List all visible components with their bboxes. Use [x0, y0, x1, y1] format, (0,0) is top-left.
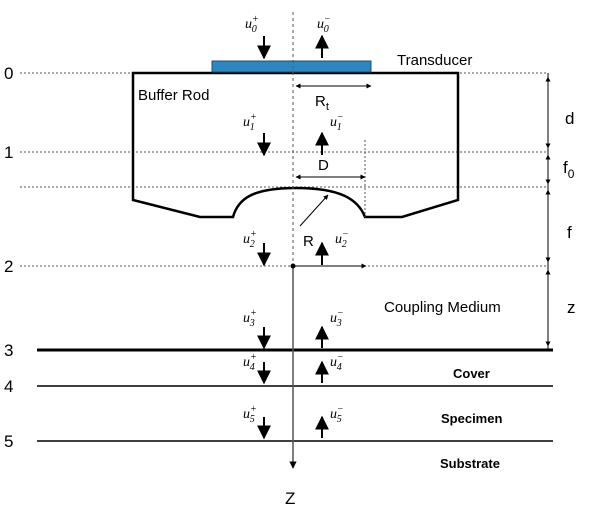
wave-0-minus-label: u−0 — [317, 14, 331, 35]
wave-arrows — [257, 34, 329, 440]
plane-1-label: 1 — [4, 143, 13, 162]
reference-planes — [20, 72, 548, 267]
wave-4-plus-label: u+4 — [243, 352, 257, 373]
wave-labels: u+0 u−0 u+1 u−1 u+2 u−2 u+3 u−3 u+4 u−4 … — [243, 14, 349, 425]
d-label: d — [565, 109, 574, 128]
plane-numbers: 0 1 2 3 4 5 — [4, 64, 13, 451]
wave-4-minus-label: u−4 — [330, 352, 344, 373]
d-small-label: D — [318, 157, 329, 174]
plane-2-label: 2 — [4, 257, 13, 276]
wave-0-plus-label: u+0 — [245, 14, 259, 35]
substrate-label: Substrate — [440, 456, 500, 471]
curvature-radius-arrow — [299, 194, 329, 227]
transducer-label: Transducer — [397, 52, 472, 69]
plane-3-label: 3 — [4, 341, 13, 360]
f-label: f — [567, 223, 572, 242]
wave-1-minus-label: u−1 — [330, 112, 344, 133]
plane-0-label: 0 — [4, 64, 13, 83]
curvature-radius-label: R — [303, 233, 314, 250]
cover-label: Cover — [453, 366, 490, 381]
wave-5-plus-label: u+5 — [243, 404, 257, 425]
wave-2-minus-label: u−2 — [335, 229, 349, 250]
plane-5-label: 5 — [4, 432, 13, 451]
wave-1-plus-label: u+1 — [243, 112, 257, 133]
z-label: z — [567, 298, 576, 317]
coupling-medium-label: Coupling Medium — [384, 299, 501, 316]
buffer-rod-label: Buffer Rod — [138, 87, 209, 104]
rt-label: Rt — [315, 93, 329, 113]
f0-label: f0 — [563, 158, 575, 181]
wave-2-plus-label: u+2 — [243, 229, 257, 250]
plane-4-label: 4 — [4, 377, 13, 396]
z-axis-label: Z — [285, 489, 295, 508]
wave-5-minus-label: u−5 — [330, 404, 344, 425]
specimen-label: Specimen — [441, 411, 502, 426]
wave-3-plus-label: u+3 — [243, 308, 257, 329]
transducer-element — [211, 60, 372, 73]
wave-3-minus-label: u−3 — [330, 308, 344, 329]
